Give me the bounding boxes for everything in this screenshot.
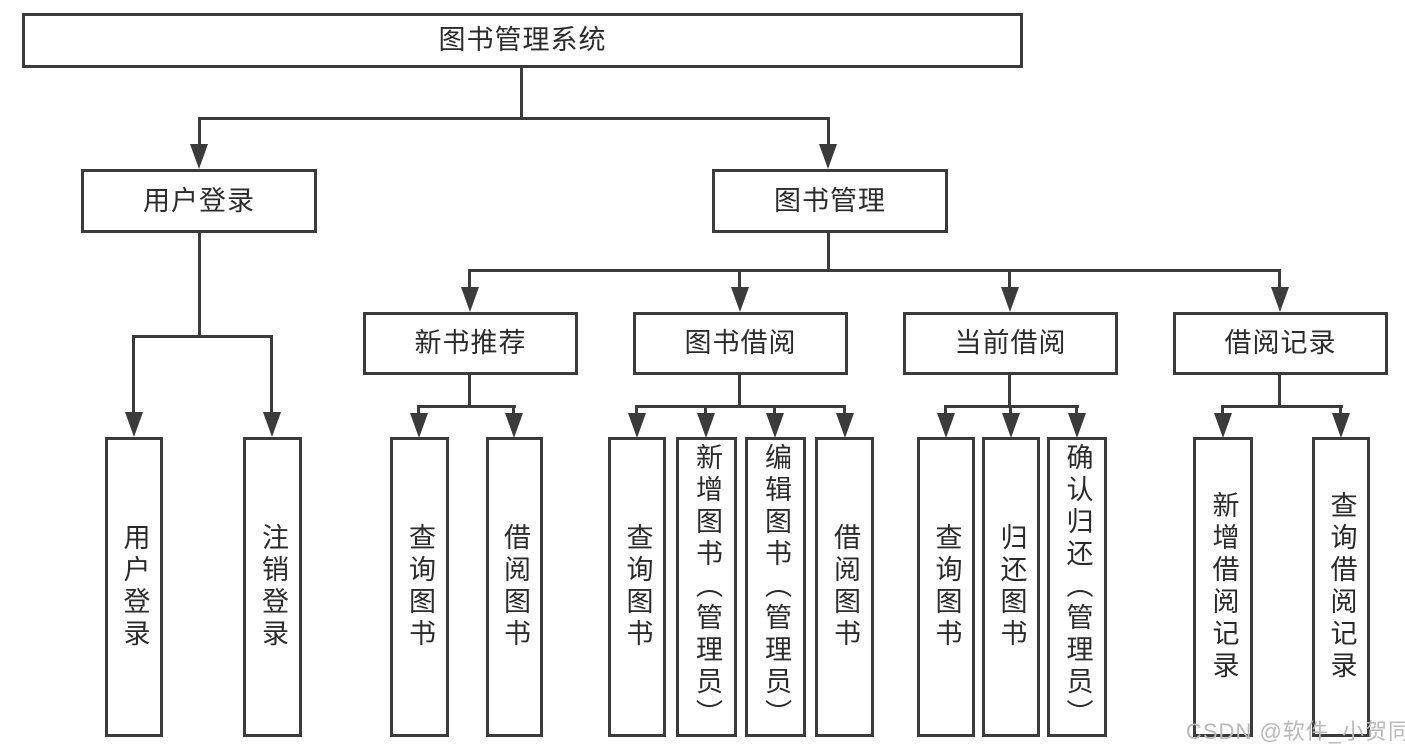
connector-line — [1008, 269, 1011, 289]
arrow-down-icon — [1068, 413, 1086, 438]
arrow-down-icon — [731, 287, 749, 312]
connector-line — [520, 68, 523, 119]
connector-line — [417, 405, 420, 415]
arrow-down-icon — [1332, 413, 1350, 438]
connector-line — [1221, 405, 1343, 408]
leaf-add-book-admin: 新增图书（管理员） — [676, 437, 737, 737]
connector-line — [827, 233, 830, 272]
connector-line — [198, 233, 201, 337]
leaf-query-borrow-record-label: 查询借阅记录 — [1326, 491, 1357, 683]
leaf-return-books: 归还图书 — [982, 437, 1040, 737]
node-book-borrowing-label: 图书借阅 — [684, 328, 797, 358]
connector-line — [468, 269, 471, 289]
leaf-add-book-admin-label: 新增图书（管理员） — [692, 443, 722, 731]
leaf-logout-label: 注销登录 — [258, 523, 288, 651]
arrow-down-icon — [836, 413, 854, 438]
node-book-management-label: 图书管理 — [774, 185, 886, 216]
arrow-down-icon — [766, 413, 784, 438]
arrow-down-icon — [190, 144, 208, 169]
connector-line — [1075, 405, 1078, 415]
arrow-down-icon — [628, 413, 646, 438]
leaf-query-borrow-record: 查询借阅记录 — [1312, 437, 1370, 737]
connector-line — [635, 405, 846, 408]
node-borrow-records: 借阅记录 — [1173, 312, 1388, 375]
node-book-management: 图书管理 — [712, 169, 948, 233]
leaf-query-books-current-label: 查询图书 — [931, 523, 962, 651]
node-borrow-records-label: 借阅记录 — [1224, 328, 1337, 358]
leaf-confirm-return-admin: 确认归还（管理员） — [1047, 437, 1107, 737]
connector-line — [773, 405, 776, 415]
arrow-down-icon — [937, 413, 955, 438]
leaf-add-borrow-record-label: 新增借阅记录 — [1208, 491, 1239, 683]
arrow-down-icon — [1002, 413, 1020, 438]
node-library-system: 图书管理系统 — [22, 13, 1023, 68]
connector-line — [512, 405, 515, 415]
arrow-down-icon — [1271, 287, 1289, 312]
connector-line — [944, 405, 947, 415]
leaf-add-borrow-record: 新增借阅记录 — [1193, 437, 1253, 737]
arrow-down-icon — [1001, 287, 1019, 312]
connector-line — [1278, 269, 1281, 289]
connector-line — [738, 375, 741, 408]
node-user-login: 用户登录 — [81, 169, 317, 233]
leaf-query-books-recommend-label: 查询图书 — [405, 523, 435, 651]
connector-line — [704, 405, 707, 415]
connector-line — [1221, 405, 1224, 415]
connector-line — [132, 335, 135, 413]
connector-line — [198, 117, 201, 146]
leaf-user-login-label: 用户登录 — [119, 523, 150, 651]
arrow-down-icon — [697, 413, 715, 438]
leaf-edit-book-admin-label: 编辑图书（管理员） — [761, 443, 791, 731]
arrow-down-icon — [263, 412, 281, 437]
arrow-down-icon — [125, 412, 143, 437]
leaf-confirm-return-admin-label: 确认归还（管理员） — [1062, 443, 1093, 731]
connector-line — [1339, 405, 1342, 415]
leaf-return-books-label: 归还图书 — [996, 523, 1027, 651]
connector-line — [417, 405, 516, 408]
leaf-query-books-current: 查询图书 — [917, 437, 975, 737]
leaf-query-books-recommend: 查询图书 — [390, 437, 449, 737]
csdn-watermark: CSDN @软件_小贺同学 — [1186, 719, 1405, 744]
arrow-down-icon — [461, 287, 479, 312]
connector-line — [843, 405, 846, 415]
node-user-login-label: 用户登录 — [143, 185, 255, 216]
arrow-down-icon — [505, 413, 523, 438]
leaf-edit-book-admin: 编辑图书（管理员） — [745, 437, 806, 737]
node-library-system-label: 图书管理系统 — [438, 25, 607, 55]
node-current-borrowing-label: 当前借阅 — [954, 328, 1067, 358]
connector-line — [198, 117, 830, 120]
connector-line — [468, 375, 471, 408]
connector-line — [132, 335, 273, 338]
connector-line — [827, 117, 830, 146]
leaf-borrow-books-recommend-label: 借阅图书 — [500, 523, 530, 651]
leaf-borrow-books: 借阅图书 — [815, 437, 874, 737]
leaf-query-books-borrowing: 查询图书 — [608, 437, 666, 737]
leaf-borrow-books-label: 借阅图书 — [830, 523, 860, 651]
leaf-logout: 注销登录 — [243, 437, 302, 737]
arrow-down-icon — [819, 144, 837, 169]
connector-line — [270, 335, 273, 413]
connector-line — [635, 405, 638, 415]
node-new-book-recommend-label: 新书推荐 — [414, 328, 527, 358]
node-current-borrowing: 当前借阅 — [903, 312, 1118, 375]
arrow-down-icon — [1214, 413, 1232, 438]
connector-line — [738, 269, 741, 289]
connector-line — [1008, 375, 1011, 408]
node-new-book-recommend: 新书推荐 — [363, 312, 578, 375]
connector-line — [468, 269, 1281, 272]
connector-line — [1009, 405, 1012, 415]
leaf-query-books-borrowing-label: 查询图书 — [622, 523, 653, 651]
leaf-user-login: 用户登录 — [105, 437, 163, 737]
leaf-borrow-books-recommend: 借阅图书 — [486, 437, 543, 737]
node-book-borrowing: 图书借阅 — [633, 312, 848, 375]
connector-line — [1278, 375, 1281, 408]
arrow-down-icon — [410, 413, 428, 438]
